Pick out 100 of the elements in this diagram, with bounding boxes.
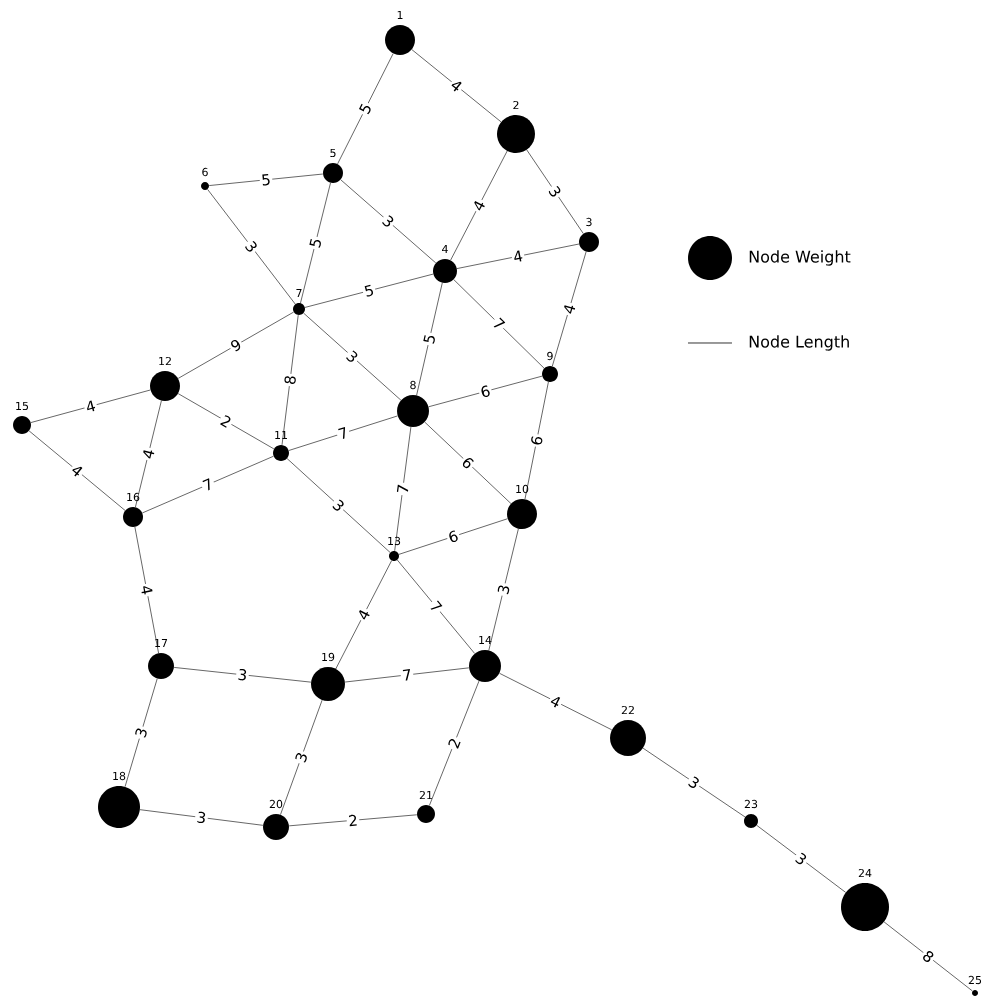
- edge-line: [177, 393, 275, 450]
- edge-line: [288, 415, 398, 451]
- edge-line: [303, 312, 402, 401]
- edge-label: 3: [235, 667, 250, 683]
- edge-label: 3: [684, 773, 704, 792]
- edge-line: [397, 559, 475, 654]
- edge-line: [642, 747, 746, 818]
- edge-label: 6: [458, 453, 478, 473]
- node-number: 2: [513, 100, 519, 110]
- edge-line: [281, 314, 299, 446]
- edge-line: [139, 809, 264, 826]
- edge-line: [883, 921, 973, 992]
- edge-line: [173, 667, 312, 683]
- node-number: 11: [275, 431, 287, 439]
- node-number: 10: [516, 484, 529, 494]
- node-number: 17: [155, 639, 168, 647]
- edge-line: [524, 381, 549, 500]
- edge-label: 5: [307, 235, 324, 251]
- edge-line: [428, 375, 543, 408]
- edge-line: [394, 426, 412, 552]
- edge-line: [526, 149, 584, 234]
- edge-label: 4: [560, 300, 578, 317]
- node-number: 25: [968, 975, 982, 985]
- edge-line: [208, 173, 324, 186]
- edge-label: 4: [82, 397, 99, 415]
- edge-label: 3: [378, 211, 398, 231]
- node-number: 15: [16, 401, 29, 411]
- edge-line: [177, 311, 294, 379]
- edge-label: 9: [226, 335, 245, 355]
- node-number: 4: [442, 245, 448, 253]
- edge-label: 5: [361, 282, 377, 300]
- edge-label: 2: [445, 734, 464, 752]
- node-number: 24: [858, 868, 872, 878]
- edge-line: [398, 518, 508, 555]
- legend-text: Node Length: [749, 335, 849, 351]
- edge-line: [344, 667, 470, 683]
- edge-line: [337, 53, 394, 165]
- node-number: 23: [744, 799, 758, 809]
- node-number: 12: [159, 356, 171, 366]
- edge-label: 7: [395, 481, 411, 497]
- edge-line: [453, 279, 545, 369]
- edge-label: 4: [140, 446, 157, 462]
- edge-line: [124, 678, 158, 787]
- edge-label: 5: [421, 331, 438, 347]
- edge-label: 3: [194, 809, 209, 826]
- edge-label: 3: [545, 182, 565, 201]
- node-number: 20: [269, 799, 283, 809]
- edge-label: 4: [138, 582, 155, 598]
- node-number: 9: [547, 351, 553, 361]
- edge-line: [552, 251, 587, 367]
- edge-line: [416, 282, 443, 396]
- node-number: 19: [322, 652, 335, 662]
- edge-label: 7: [489, 314, 509, 334]
- edge-label: 3: [241, 237, 261, 257]
- edge-label: 4: [354, 605, 373, 624]
- edge-line: [488, 528, 519, 651]
- edge-label: 6: [445, 527, 462, 546]
- edge-label: 8: [918, 946, 938, 966]
- edge-line: [450, 150, 508, 261]
- node-number: 7: [296, 289, 302, 297]
- node-number: 18: [113, 771, 126, 781]
- edge-line: [142, 455, 274, 514]
- edge-label: 2: [346, 812, 360, 828]
- edge-line: [456, 243, 580, 269]
- edge-line: [304, 273, 434, 308]
- edge-line: [499, 673, 613, 731]
- edge-line: [207, 189, 296, 305]
- edge-label: 5: [259, 172, 273, 188]
- edge-line: [30, 389, 151, 423]
- edge-label: 6: [528, 433, 545, 449]
- edge-label: 4: [510, 248, 526, 265]
- edge-label: 2: [217, 412, 235, 431]
- edge-label: 3: [132, 724, 150, 741]
- edge-label: 7: [426, 597, 446, 617]
- node-number: 21: [419, 790, 432, 800]
- edge-label: 7: [335, 424, 352, 442]
- edge-label: 4: [447, 76, 466, 96]
- edge-label: 4: [469, 196, 488, 215]
- edge-line: [288, 814, 418, 827]
- node-number: 3: [586, 217, 592, 227]
- edge-label: 3: [495, 581, 513, 598]
- edge-line: [286, 458, 391, 553]
- edge-label: 7: [199, 475, 217, 494]
- edge-line: [280, 699, 323, 815]
- node-number: 22: [621, 705, 634, 715]
- edge-label: 6: [477, 382, 494, 400]
- edge-label: 7: [399, 667, 414, 683]
- node-number: 1: [397, 11, 403, 19]
- edge-label: 3: [791, 849, 811, 869]
- node-number: 16: [127, 492, 140, 502]
- edge-line: [340, 179, 437, 264]
- edge-label: 5: [356, 99, 375, 118]
- node-number: 8: [410, 380, 416, 390]
- edge-line: [429, 680, 480, 806]
- node-number: 14: [479, 636, 492, 644]
- node-number: 5: [330, 148, 336, 158]
- node-number: 13: [388, 536, 401, 546]
- edge-line: [411, 49, 502, 123]
- edge-line: [756, 825, 846, 893]
- edge-line: [28, 430, 126, 511]
